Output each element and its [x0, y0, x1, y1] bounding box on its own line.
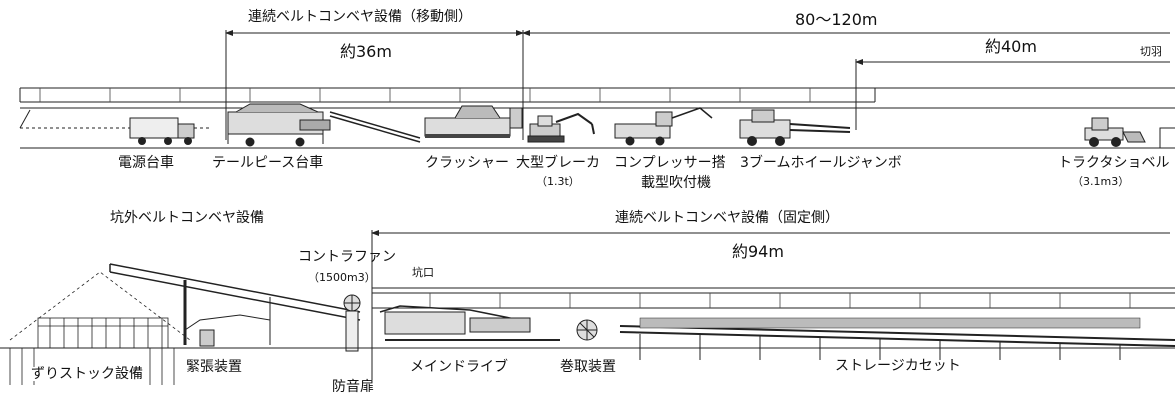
breaker-drawing — [527, 112, 595, 143]
winder-label: 巻取装置 — [560, 359, 616, 375]
crusher-drawing — [424, 105, 523, 138]
outside-conveyor-label: 坑外ベルトコンベヤ設備 — [110, 210, 264, 226]
tail-piece-car-label: テールピース台車 — [212, 155, 324, 171]
outside-conveyor-drawing — [109, 263, 361, 347]
face-distance: 約40m — [985, 37, 1037, 56]
shovel-spec: （3.1m3） — [1072, 175, 1130, 188]
portal-label: 坑口 — [412, 266, 434, 279]
power-car-label: 電源台車 — [118, 155, 174, 171]
fixed-section-title: 連続ベルトコンベヤ設備（固定側） — [615, 210, 839, 226]
jumbo-label: 3ブームホイールジャンボ — [740, 155, 902, 171]
lower-tunnel-segments — [429, 293, 1131, 308]
upper-tunnel-segments — [39, 88, 811, 102]
power-car-drawing — [129, 117, 195, 145]
fixed-dimension-line — [371, 230, 1170, 380]
moving-length: 約36m — [340, 42, 392, 61]
contra-fan-drawing — [343, 294, 361, 352]
sprayer-label-line2: 載型吹付機 — [641, 175, 711, 191]
stock-facility-label: ずりストック設備 — [31, 366, 143, 382]
storage-cassette-drawing — [619, 317, 1175, 360]
sprayer-drawing — [614, 107, 713, 146]
main-drive-label: メインドライブ — [410, 359, 508, 375]
upper-tunnel — [19, 87, 1175, 149]
top-total-length: 80〜120m — [795, 10, 878, 29]
main-drive-drawing — [379, 305, 560, 341]
jumbo-drawing — [739, 109, 851, 146]
shovel-label: トラクタショベル — [1058, 155, 1170, 171]
face-label: 切羽 — [1140, 45, 1162, 58]
soundproof-door-label: 防音扉 — [332, 379, 374, 395]
storage-cassette-label: ストレージカセット — [835, 358, 961, 374]
fixed-length: 約94m — [732, 242, 784, 261]
sprayer-label-line1: コンプレッサー搭 — [614, 155, 726, 171]
crusher-label: クラッシャー — [425, 155, 509, 171]
tunnel-face-drawing — [1159, 127, 1175, 148]
winder-drawing — [576, 319, 598, 341]
breaker-label: 大型ブレーカ — [516, 155, 600, 171]
breaker-spec: （1.3t） — [536, 175, 580, 188]
link-conveyor-drawing — [329, 111, 421, 143]
tension-label: 緊張装置 — [186, 359, 242, 375]
contra-fan-spec: （1500m3） — [308, 271, 376, 284]
top-dimension-lines — [225, 30, 1170, 140]
contra-fan-label: コントラファン — [298, 249, 396, 265]
lower-tunnel — [372, 287, 1175, 349]
tail-piece-car-drawing — [227, 103, 331, 147]
shovel-drawing — [1084, 117, 1146, 147]
moving-section-title: 連続ベルトコンベヤ設備（移動側） — [248, 9, 472, 25]
